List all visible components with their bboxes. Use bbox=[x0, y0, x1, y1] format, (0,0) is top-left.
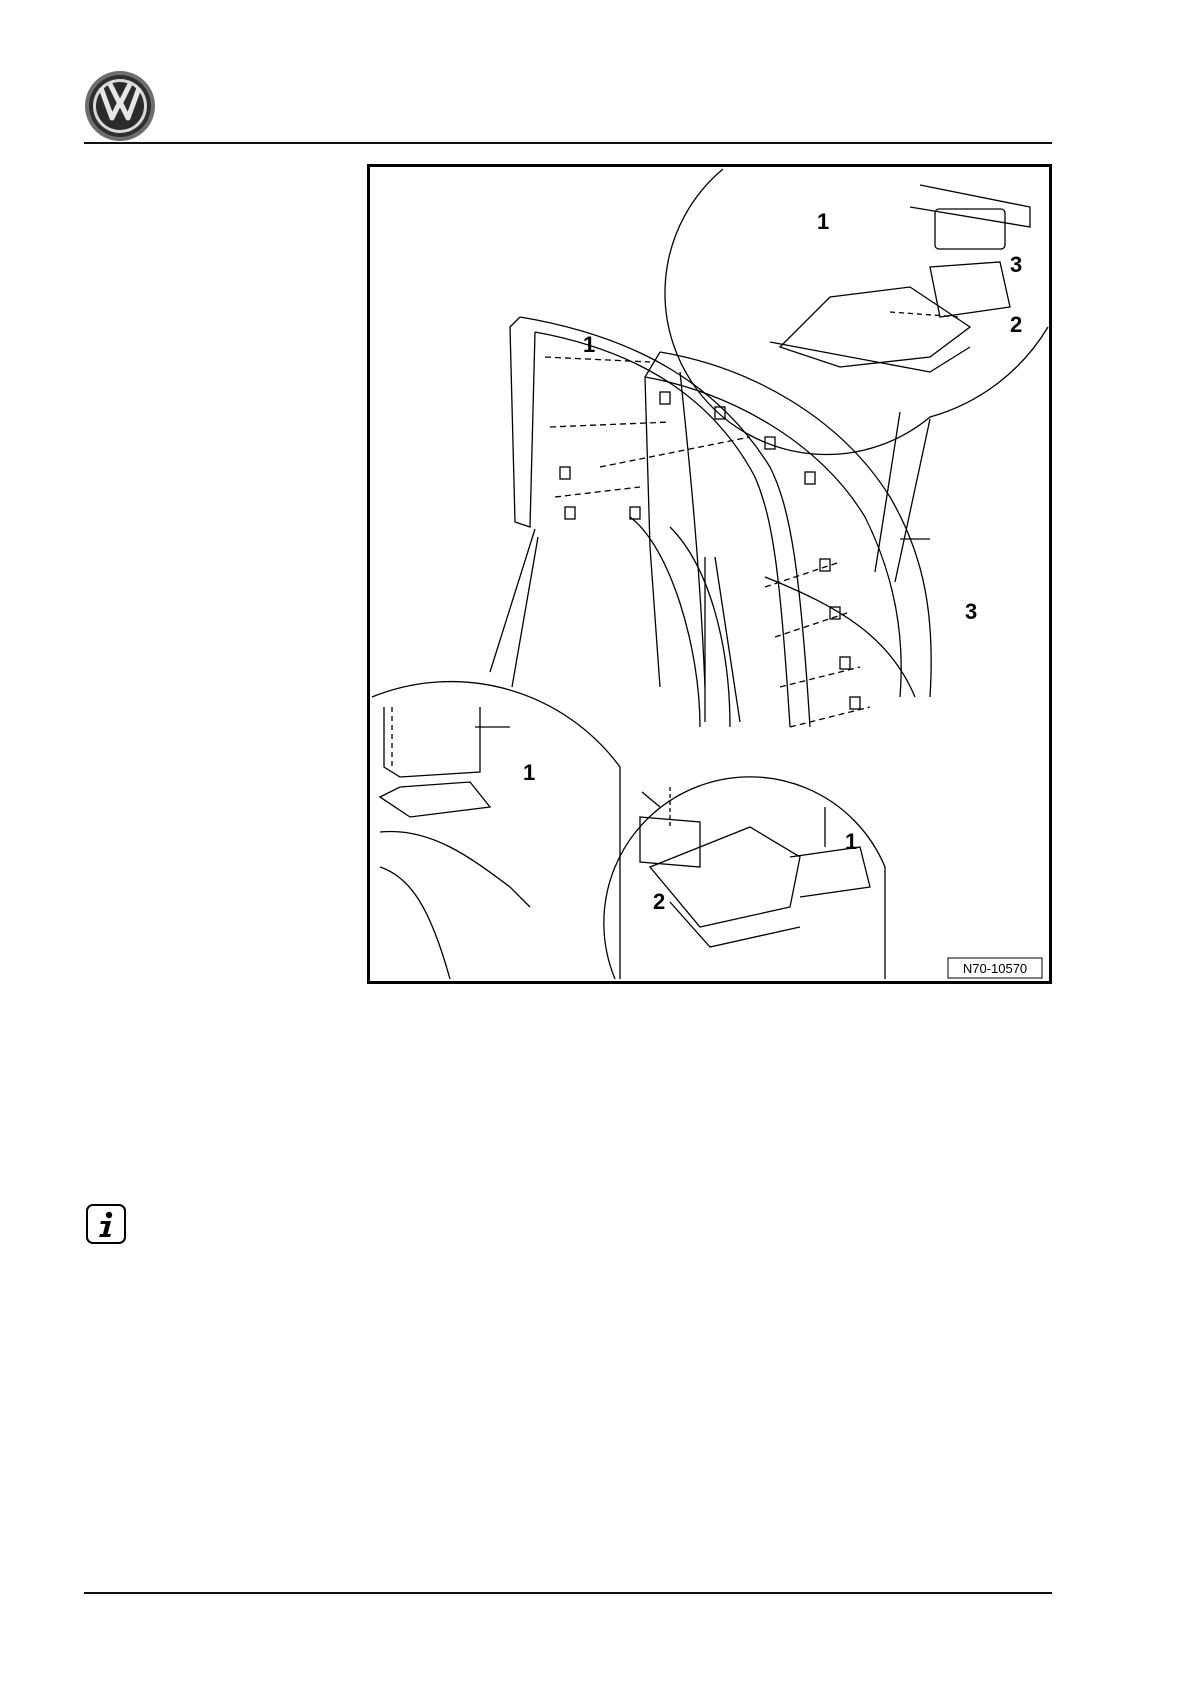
callout-left-1: 1 bbox=[523, 760, 535, 785]
pillar-outer bbox=[660, 352, 931, 697]
footer-rule bbox=[84, 1592, 1052, 1594]
trim-strip-end bbox=[510, 317, 535, 527]
bottom-inset-bracket bbox=[650, 827, 800, 927]
callout-top-1: 1 bbox=[817, 209, 829, 234]
pillar-mid bbox=[680, 372, 705, 687]
volkswagen-logo-icon bbox=[84, 70, 156, 142]
leader-top-inset-b bbox=[895, 419, 930, 582]
body-panel-a bbox=[630, 517, 700, 727]
pillar-inner bbox=[645, 377, 901, 697]
trim-strip-outer bbox=[520, 317, 810, 727]
left-inset-outline bbox=[372, 682, 620, 979]
clip-markers bbox=[560, 392, 860, 709]
figure-code: N70-10570 bbox=[963, 961, 1027, 976]
callout-top-3: 3 bbox=[1010, 252, 1022, 277]
callout-top-2: 2 bbox=[1010, 312, 1022, 337]
callout-main-3: 3 bbox=[965, 599, 977, 624]
info-icon bbox=[86, 1204, 126, 1244]
trim-piece-detail bbox=[780, 287, 970, 367]
left-inset-part bbox=[384, 707, 480, 777]
trim-strip-inner bbox=[535, 332, 790, 727]
leader-bottom-inset-b bbox=[715, 557, 740, 722]
bottom-inset-outline bbox=[604, 777, 885, 979]
callout-bottom-1: 1 bbox=[845, 829, 857, 854]
block-shape bbox=[935, 209, 1005, 249]
top-inset-outline bbox=[665, 169, 1048, 455]
callout-main-1: 1 bbox=[583, 332, 595, 357]
leader-left-inset-a bbox=[490, 529, 535, 672]
pillar-left-edge bbox=[645, 352, 660, 687]
assembly-illustration: 1 3 2 1 3 1 2 1 N70-10570 bbox=[367, 164, 1052, 984]
illustration-drawing: 1 3 2 1 3 1 2 1 N70-10570 bbox=[370, 167, 1049, 981]
rail-shape bbox=[910, 185, 1030, 227]
header-rule bbox=[84, 142, 1052, 144]
callout-bottom-2: 2 bbox=[653, 889, 665, 914]
trim-edge bbox=[770, 342, 970, 372]
